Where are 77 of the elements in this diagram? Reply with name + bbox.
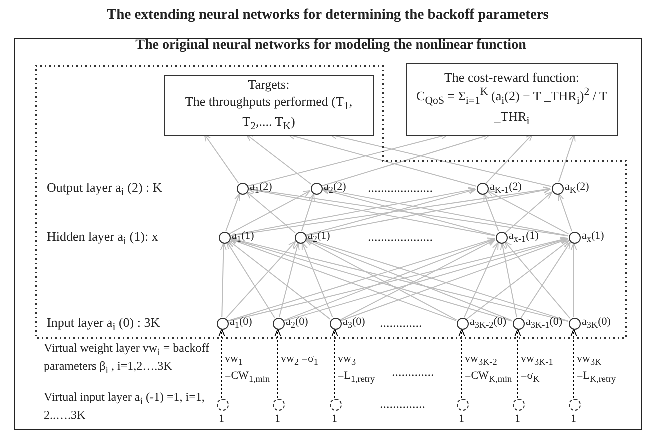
neuron-label: a$_{1}$(2) (250, 180, 272, 196)
neuron-label: a$_{3K-2}$(0) (470, 316, 507, 330)
arrow (484, 193, 500, 232)
heading: The extending neural networks for determining the backoff parameters (106, 7, 550, 24)
arrow (466, 240, 570, 320)
dotted-arrow (332, 328, 338, 398)
arrow (321, 134, 491, 187)
bias-value: 1 (571, 413, 576, 425)
arrow (226, 241, 296, 320)
ellipsis-dots: .................... (368, 180, 434, 196)
dotted-arrow (218, 328, 226, 398)
text-box (164, 75, 374, 136)
arrow (228, 240, 331, 320)
arrow (301, 194, 315, 232)
box-text: The throughputs performed (T$_{1}$, T$_{2}$,.... T$_{K}$) (184, 94, 354, 134)
arrow (288, 134, 477, 187)
arrow (226, 242, 276, 318)
ellipsis-dots: .................... (368, 229, 434, 245)
layer-label: Virtual weight layer vw$_{i}$ = backoff parameters β$_{i}$ , i=1,2….3K (44, 341, 211, 378)
arrow (322, 188, 496, 236)
arrow (504, 241, 571, 319)
arrow (283, 238, 496, 322)
neuron-label: a$_{x}$(1) (582, 230, 604, 244)
heading: The original neural networks for modeling the nonlinear function (134, 38, 528, 54)
neuron-label: a$_{3K-1}$(0) (526, 316, 563, 330)
arrow (220, 242, 227, 318)
arrow (228, 190, 311, 235)
bias-value: 1 (275, 413, 280, 425)
neuron-label: a$_{K-1}$(2) (490, 180, 522, 196)
box-title: Targets: (247, 77, 291, 94)
neuron-label: a$_{x-1}$(1) (509, 230, 539, 244)
dotted-arrow (570, 328, 578, 398)
neuron-label: a$_{1}$(0) (230, 316, 252, 330)
box-text: C$_{QoS}$ = Σ$_{i=1}$$^{K}$ (a$_{i}$(2) − T _THR$_{i}$)$^{2}$ / T _THR$_{i}$ (416, 86, 608, 129)
box-title: The cost-reward function: (443, 70, 580, 86)
bias-value: 1 (515, 413, 520, 425)
dotted-arrow (274, 328, 282, 398)
bias-value: 1 (459, 413, 464, 425)
text-box (406, 63, 618, 136)
arrow (486, 134, 534, 184)
arrow (570, 242, 578, 318)
dotted-arrow (458, 328, 466, 398)
dotted-arrow (514, 328, 522, 398)
arrow (340, 239, 496, 321)
neuron-label: a$_{2}$(1) (308, 230, 330, 244)
arrow (558, 194, 573, 232)
arrow (246, 192, 296, 234)
neuron-label: a$_{3}$(0) (343, 316, 366, 330)
arrow (305, 188, 476, 236)
neuron-label: a$_{1}$(1) (232, 230, 254, 244)
arrow (302, 242, 334, 318)
neuron-label: a$_{3K}$(0) (582, 316, 611, 330)
ellipsis-dots: ............. (380, 315, 424, 331)
bias-value: 1 (332, 413, 338, 425)
layer-label: Output layer a$_{i}$ (2) : K (47, 180, 164, 200)
arrow (246, 134, 312, 185)
arrow (305, 240, 458, 321)
bias-value: 1 (219, 413, 224, 425)
neuron-label: a$_{K}$(2) (565, 180, 590, 196)
arrow (278, 242, 300, 318)
arrow (305, 238, 513, 322)
arrow (229, 238, 457, 322)
arrow (464, 242, 499, 318)
arrow (204, 134, 240, 184)
layer-label: Hidden layer a$_{i}$ (1): x (47, 229, 160, 249)
arrow (487, 190, 570, 235)
layer-label: Input layer a$_{i}$ (0) : 3K (47, 315, 162, 335)
arrow (505, 192, 553, 234)
arrow (226, 193, 240, 232)
neuron-label: a$_{2}$(2) (324, 180, 346, 196)
arrow (520, 242, 572, 318)
arrow (558, 134, 576, 183)
ellipsis-dots: .............. (380, 396, 426, 412)
ellipsis-dots: ............. (392, 364, 436, 380)
layer-label: Virtual input layer a$_{i}$ (-1) =1, i=1, 2..….3K (44, 390, 206, 423)
arrow (500, 242, 518, 318)
neuron-label: a$_{2}$(0) (286, 316, 308, 330)
